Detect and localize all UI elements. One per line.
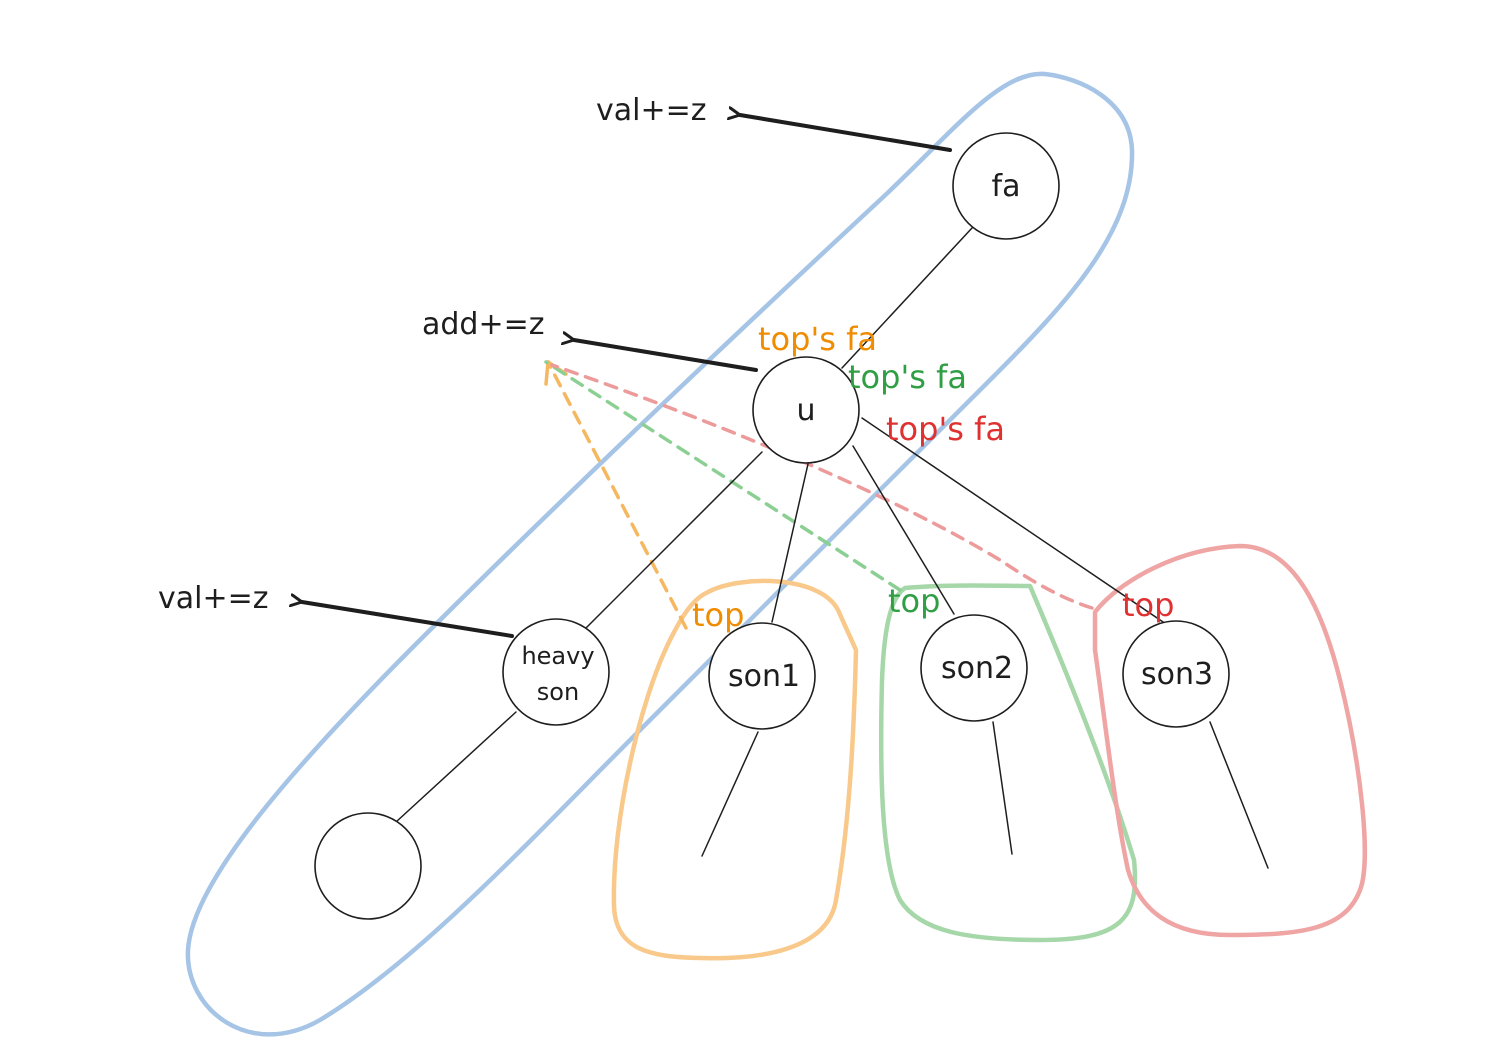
edge-heavy-son-leaf (395, 711, 517, 823)
orange-top-fa-label: top's fa (758, 320, 877, 358)
red-dashed-arrow (550, 363, 1094, 610)
edge-fa-u (841, 227, 973, 369)
node-heavy-son-label-2: son (537, 678, 579, 706)
edge-son2-down (992, 721, 1013, 855)
node-heavy-son-label-1: heavy (521, 642, 594, 670)
son2-subtree-region (878, 583, 1138, 943)
node-fa: fa (952, 132, 1060, 240)
edge-son3-down (1209, 721, 1269, 869)
green-top-label: top (888, 582, 940, 620)
u-operation-label: add+=z (422, 307, 545, 342)
edge-u-heavy-son (581, 451, 763, 633)
node-son1: son1 (708, 622, 816, 730)
u-op-arrow (574, 340, 758, 372)
heavy-chain-region (185, 71, 1135, 1037)
fa-operation-label: val+=z (596, 93, 707, 128)
node-fa-label: fa (992, 169, 1021, 204)
edge-u-son1 (771, 463, 809, 623)
node-son1-label: son1 (728, 659, 800, 694)
edge-u-son2 (852, 445, 955, 615)
green-top-fa-label: top's fa (848, 358, 967, 396)
son3-subtree-region (1092, 543, 1368, 938)
node-leaf (314, 812, 422, 920)
node-heavy-son: heavy son (502, 618, 610, 726)
edge-u-son3 (861, 417, 1167, 625)
edge-son1-down (701, 731, 759, 857)
heavy-son-operation-label: val+=z (158, 581, 269, 616)
son1-subtree-region (611, 578, 859, 961)
node-son2: son2 (920, 614, 1028, 722)
red-top-label: top (1122, 586, 1174, 624)
green-dashed-arrow (544, 360, 902, 592)
node-u: u (752, 356, 860, 464)
solid-arrows (302, 115, 952, 638)
orange-dashed-arrow (546, 360, 688, 630)
node-son3-label: son3 (1141, 657, 1213, 692)
node-son2-label: son2 (941, 651, 1013, 686)
dashed-arrows (544, 360, 1094, 630)
orange-top-label: top (692, 596, 744, 634)
node-son3: son3 (1122, 620, 1230, 728)
tree-edges (395, 227, 1269, 869)
heavy-op-arrow (302, 602, 514, 638)
red-top-fa-label: top's fa (886, 410, 1005, 448)
node-u-label: u (796, 393, 815, 428)
fa-op-arrow (740, 115, 952, 152)
